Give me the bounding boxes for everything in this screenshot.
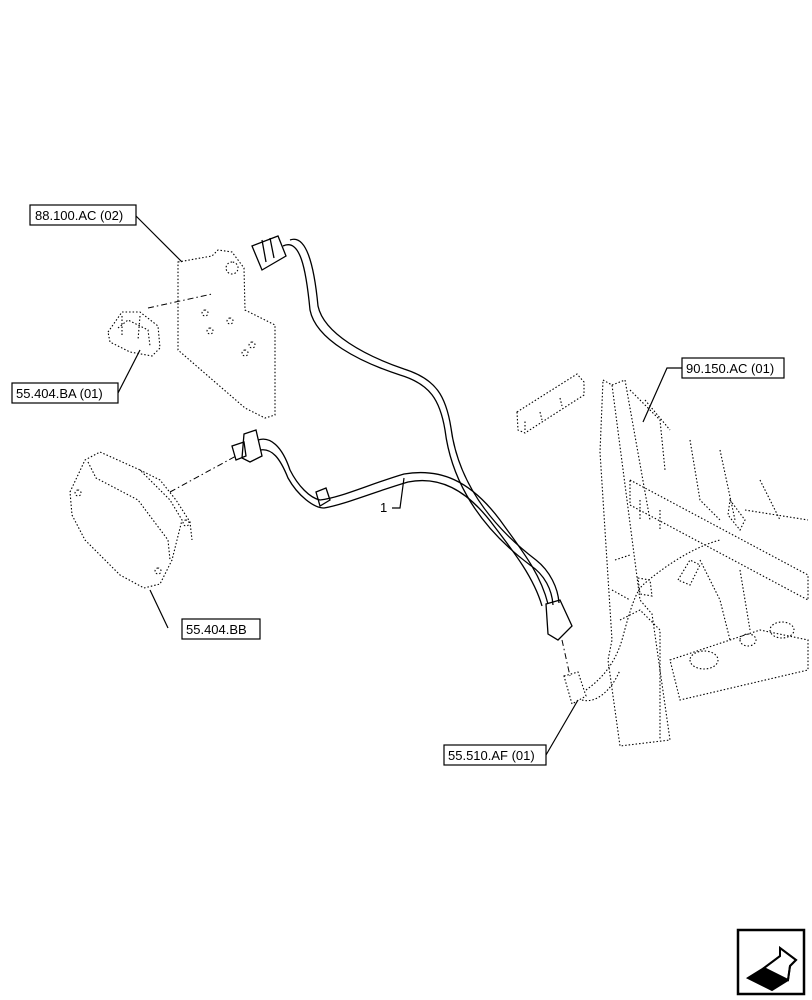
cab-frame xyxy=(516,373,809,747)
next-page-arrow-icon[interactable] xyxy=(736,928,806,996)
leader-lines xyxy=(117,214,682,756)
ref-small-lamp[interactable]: 55.404.BA (01) xyxy=(11,382,119,404)
wiring-harness xyxy=(231,235,573,641)
mounting-bracket xyxy=(177,249,276,419)
assembly-lines xyxy=(147,293,571,677)
svg-text:55.404.BB: 55.404.BB xyxy=(186,622,247,637)
small-lamp xyxy=(107,311,161,357)
ref-bracket[interactable]: 88.100.AC (02) xyxy=(29,204,137,226)
ref-large-lamp[interactable]: 55.404.BB xyxy=(181,618,261,640)
svg-text:55.510.AF (01): 55.510.AF (01) xyxy=(448,748,535,763)
svg-text:55.404.BA (01): 55.404.BA (01) xyxy=(16,386,103,401)
ref-frame[interactable]: 90.150.AC (01) xyxy=(681,357,785,379)
frame-harness xyxy=(563,539,721,705)
large-lamp xyxy=(69,451,193,589)
ref-connector[interactable]: 55.510.AF (01) xyxy=(443,744,547,766)
svg-text:90.150.AC (01): 90.150.AC (01) xyxy=(686,361,774,376)
svg-text:88.100.AC (02): 88.100.AC (02) xyxy=(35,208,123,223)
harness-item-number: 1 xyxy=(380,500,387,515)
svg-text:1: 1 xyxy=(380,500,387,515)
